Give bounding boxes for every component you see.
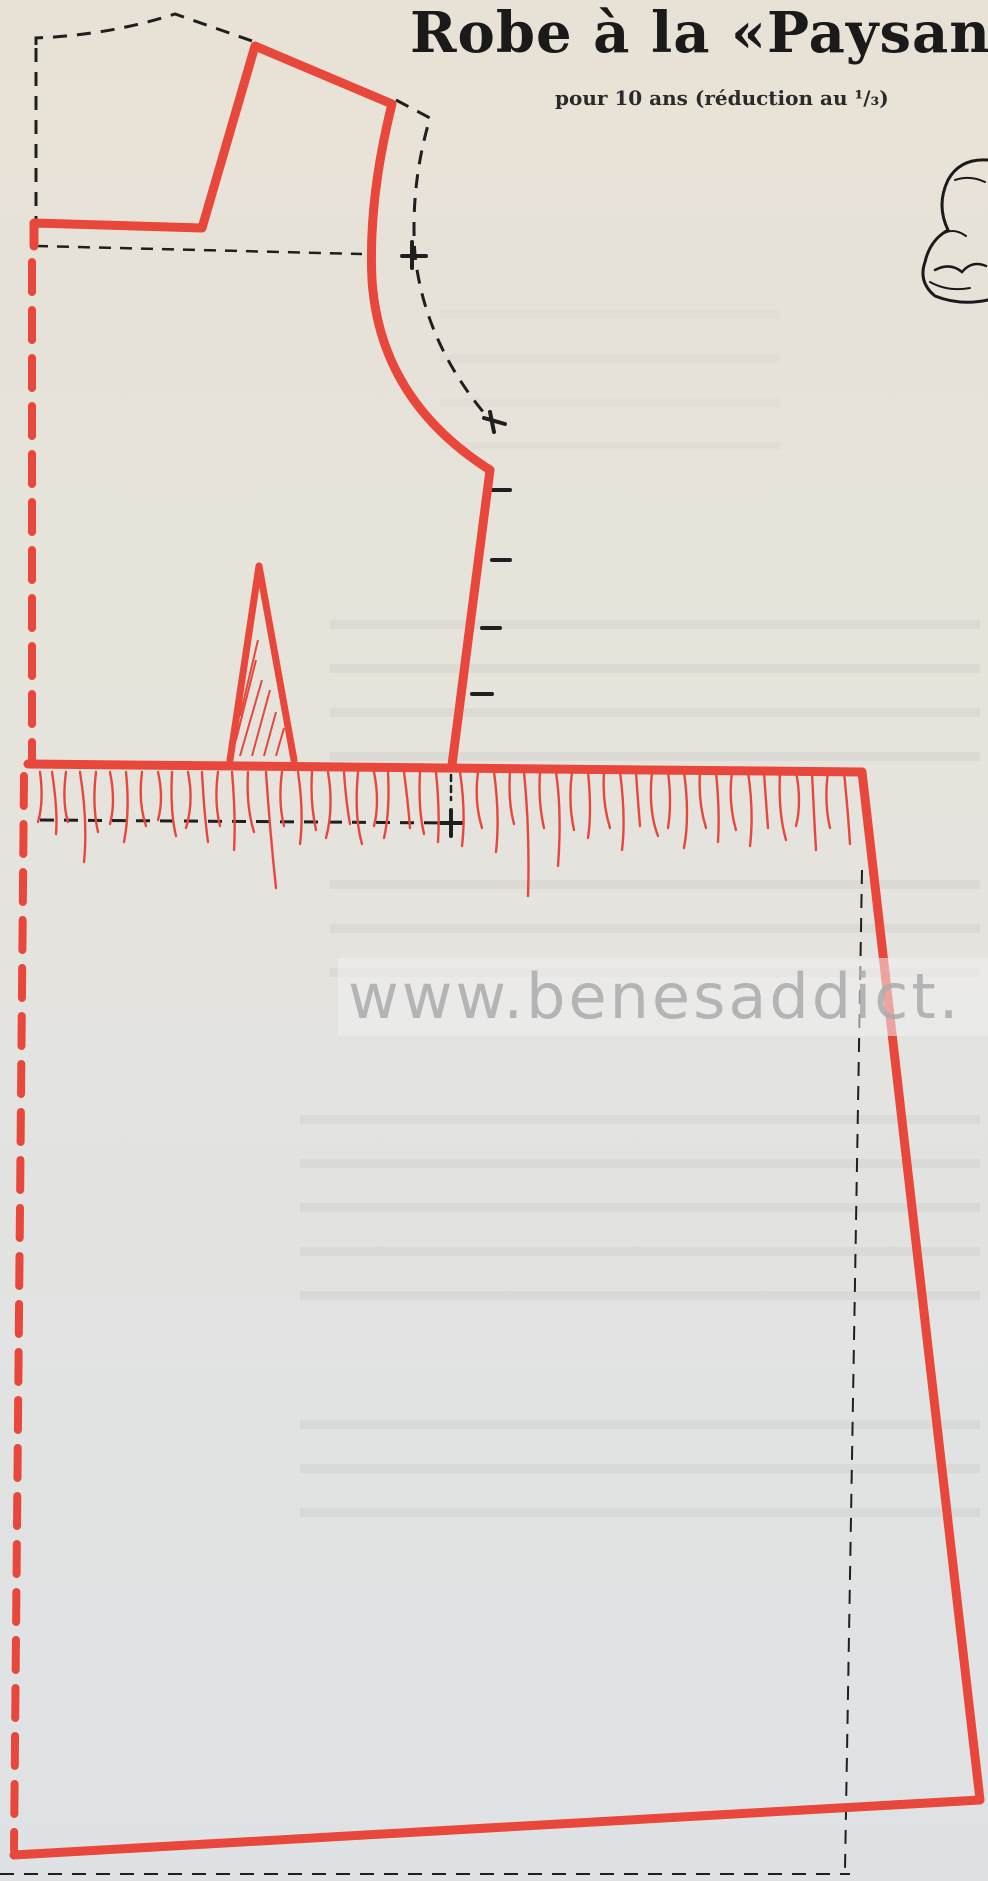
hatch-line — [239, 639, 259, 717]
hatch-line — [275, 727, 285, 757]
center-front-fold-line — [10, 258, 36, 1854]
hatch-line — [263, 711, 277, 757]
bleed-through-text-1 — [330, 620, 980, 770]
hatch-line — [239, 679, 263, 757]
shoulder-guide-line — [34, 12, 256, 45]
sleeve-sketch-icon — [921, 158, 988, 304]
bleed-through-text-3 — [300, 1115, 980, 1315]
cutting-guide-lines — [0, 12, 863, 1875]
waist-guide-line — [39, 818, 456, 825]
pattern-outline — [9, 41, 985, 1860]
skirt-side-seam — [9, 767, 985, 1860]
page-subtitle: pour 10 ans (réduction au ¹/₃) — [555, 86, 889, 110]
yoke-guide-line — [35, 244, 363, 256]
bodice-dart — [226, 562, 298, 764]
watermark-text: www.benesaddict. — [338, 958, 988, 1036]
bleed-through-text-top — [440, 310, 780, 450]
page-title: Robe à la «Paysanne — [410, 0, 988, 66]
waist-seam-line — [23, 759, 867, 777]
bodice-outline — [29, 41, 495, 770]
notch-mark — [482, 410, 507, 434]
bleed-through-text-4 — [300, 1420, 980, 1530]
dart-hatching — [235, 639, 285, 757]
notch-marks — [400, 240, 512, 838]
hatch-line — [251, 689, 271, 757]
gathering-marks — [36, 770, 852, 898]
hatch-line — [235, 659, 257, 741]
